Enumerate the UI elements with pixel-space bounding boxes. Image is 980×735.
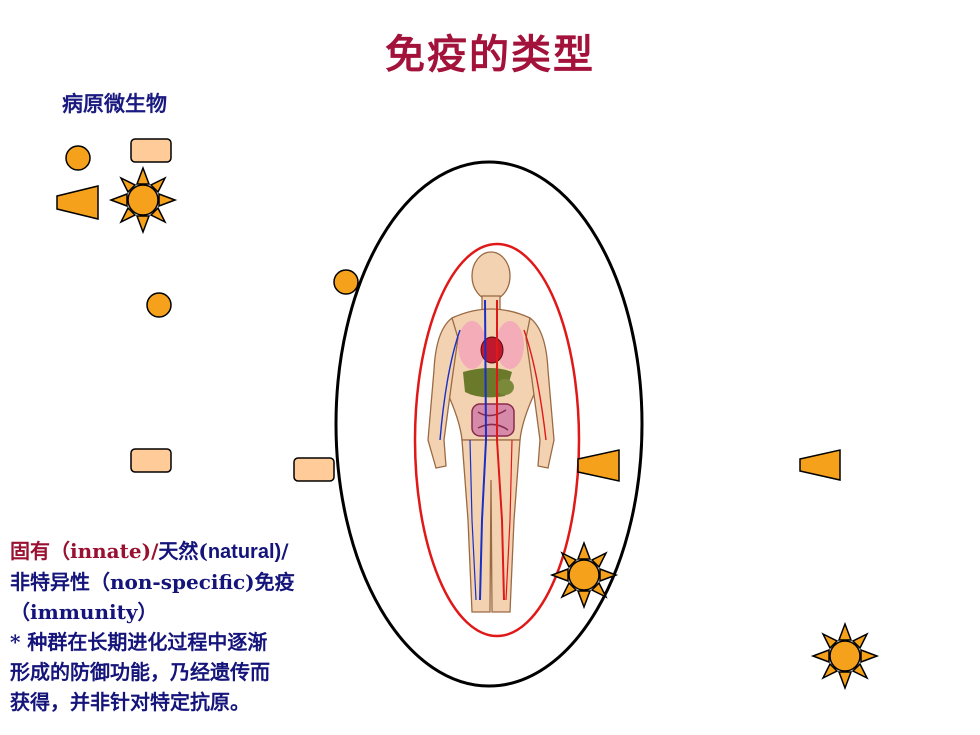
natural-label-a: 天然( — [158, 539, 208, 563]
pathogen-label: 病原微生物 — [62, 92, 167, 116]
pathogen-circle-2 — [146, 292, 172, 318]
text-line-3: （immunity） — [10, 600, 158, 624]
pathogen-trapezoid-2 — [577, 449, 620, 482]
innate-immunity-description: 固有（innate)/天然(natural)/ 非特异性（non-specifi… — [10, 536, 380, 717]
natural-label-b: / — [281, 539, 289, 563]
text-line-6: 获得，并非针对特定抗原。 — [10, 690, 250, 714]
text-line-2: 非特异性（non-specific)免疫 — [10, 570, 295, 594]
human-body-icon — [427, 251, 555, 613]
natural-label: natural) — [207, 541, 282, 563]
innate-label: 固有（innate)/ — [10, 539, 159, 563]
outer-barrier-ellipse — [334, 160, 644, 688]
pathogen-sun-2 — [551, 542, 617, 608]
text-line-4: * 种群在长期进化过程中逐渐 — [10, 630, 268, 654]
pathogen-rect-3 — [293, 457, 335, 482]
pathogen-rect-1 — [130, 138, 172, 163]
pathogen-circle-3 — [333, 269, 359, 295]
pathogen-rect-2 — [130, 448, 172, 473]
text-line-1: 固有（innate)/天然(natural)/ — [10, 536, 380, 567]
pathogen-trapezoid-1 — [56, 185, 99, 220]
pathogen-sun-1 — [110, 167, 176, 233]
slide-title: 免疫的类型 — [385, 32, 595, 78]
text-line-5: 形成的防御功能，乃经遗传而 — [10, 660, 270, 684]
pathogen-circle-1 — [65, 145, 91, 171]
inner-barrier-ellipse — [413, 242, 581, 638]
pathogen-trapezoid-3 — [799, 449, 841, 481]
pathogen-sun-3 — [812, 623, 878, 689]
